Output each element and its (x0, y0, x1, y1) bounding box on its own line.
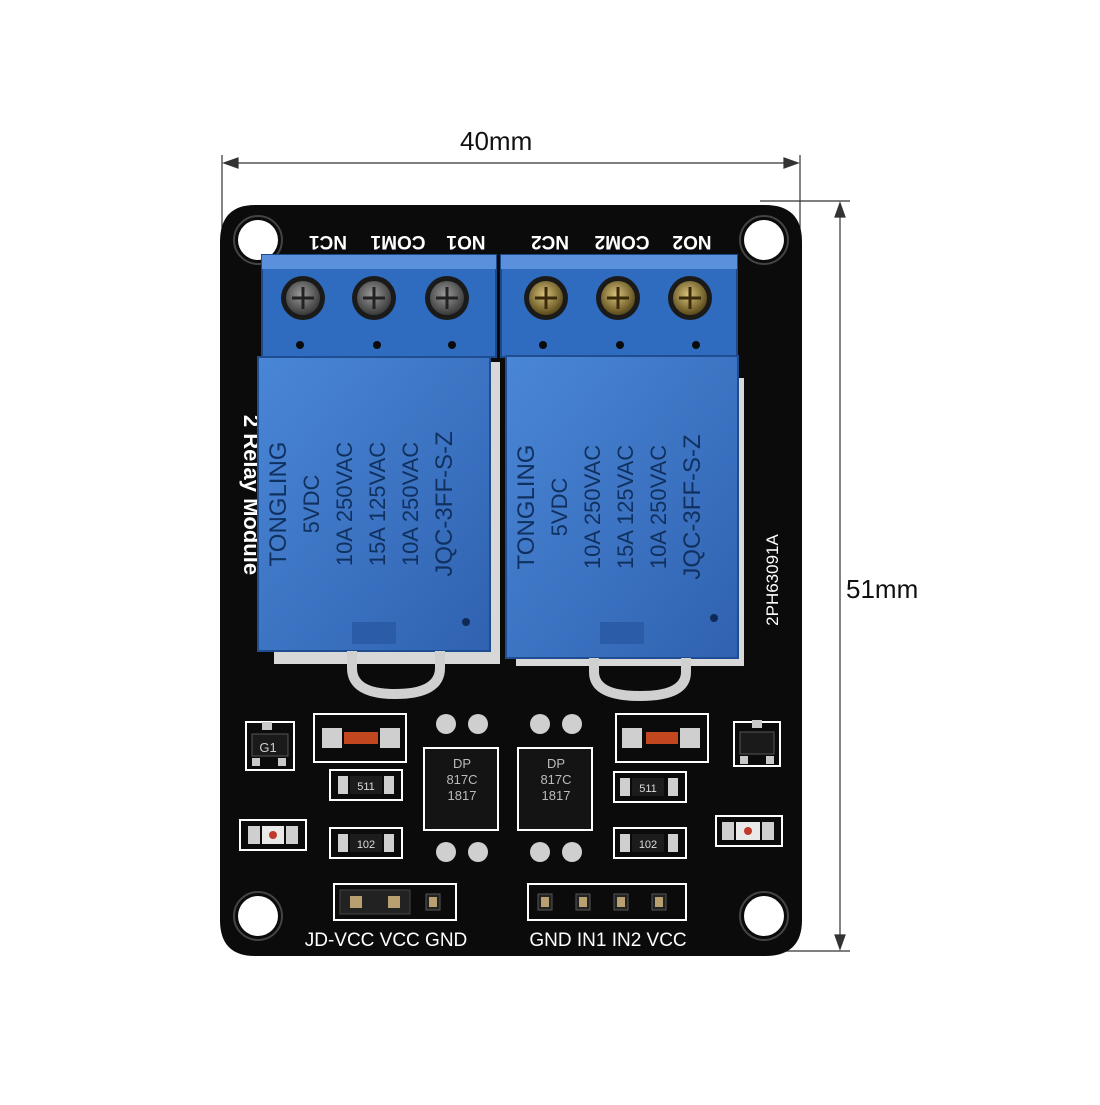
terminal-label-nc2: NC2 (531, 231, 569, 252)
transistor-marking: G1 (259, 740, 276, 755)
resistor-marking: 102 (639, 839, 657, 851)
relay-right-voltage: 5VDC (547, 478, 572, 537)
relay-left-model: JQC-3FF-S-Z (431, 431, 458, 576)
terminal-label-no2: NO2 (672, 231, 711, 252)
pin-header-left-label: JD-VCC VCC GND (305, 930, 468, 951)
height-dimension-label: 51mm (846, 574, 919, 604)
pin-header-right-label: GND IN1 IN2 VCC (529, 930, 686, 951)
terminal-label-no1: NO1 (446, 231, 486, 252)
transistor-right (733, 720, 781, 767)
resistor-right-a: 511 (613, 771, 687, 803)
diode-right (615, 713, 709, 763)
relay-left-rating1: 10A 250VAC (332, 442, 357, 566)
resistor-right-b: 102 (613, 827, 687, 859)
terminal-label-nc1: NC1 (309, 231, 347, 252)
pin-header-right (527, 883, 687, 921)
mounting-hole (744, 896, 784, 936)
height-dimension-line (760, 200, 850, 952)
resistor-marking: 511 (639, 783, 657, 795)
transistor-left: G1 (245, 721, 295, 771)
resistor-left-a: 511 (329, 769, 403, 801)
width-dimension-label: 40mm (460, 126, 533, 156)
relay-left-rating2: 15A 125VAC (365, 442, 390, 566)
terminal-block-right (500, 254, 738, 358)
optocoupler-marking: 1817 (448, 788, 477, 803)
relay-right-model: JQC-3FF-S-Z (679, 434, 706, 579)
board-serial: 2PH63091A (763, 534, 782, 626)
relay-right-rating3: 10A 250VAC (646, 445, 671, 569)
led-left (239, 819, 307, 851)
resistor-left-b: 102 (329, 827, 403, 859)
optocoupler-right: DP 817C 1817 (517, 714, 593, 862)
relay-right: TONGLING 5VDC 10A 250VAC 15A 125VAC 10A … (505, 355, 744, 702)
mounting-hole (744, 220, 784, 260)
terminal-labels: NC1 COM1 NO1 NC2 COM2 NO2 (309, 231, 712, 252)
terminal-block-left (261, 254, 497, 358)
diode-left (313, 713, 407, 763)
mounting-hole (238, 220, 278, 260)
relay-right-brand: TONGLING (513, 445, 540, 570)
relay-left: TONGLING 5VDC 10A 250VAC 15A 125VAC 10A … (257, 356, 500, 700)
led-right (715, 815, 783, 847)
optocoupler-marking: 1817 (542, 788, 571, 803)
optocoupler-marking: 817C (446, 772, 477, 787)
terminal-label-com2: COM2 (595, 231, 650, 252)
mounting-hole (238, 896, 278, 936)
optocoupler-marking: 817C (540, 772, 571, 787)
relay-left-rating3: 10A 250VAC (398, 442, 423, 566)
relay-right-rating2: 15A 125VAC (613, 445, 638, 569)
pin-header-left (333, 883, 457, 921)
resistor-marking: 511 (357, 781, 375, 793)
resistor-marking: 102 (357, 839, 375, 851)
optocoupler-marking: DP (453, 756, 471, 771)
terminal-label-com1: COM1 (370, 231, 425, 252)
optocoupler-marking: DP (547, 756, 565, 771)
relay-left-voltage: 5VDC (299, 475, 324, 534)
relay-left-brand: TONGLING (265, 442, 292, 567)
optocoupler-left: DP 817C 1817 (423, 714, 499, 862)
relay-right-rating1: 10A 250VAC (580, 445, 605, 569)
